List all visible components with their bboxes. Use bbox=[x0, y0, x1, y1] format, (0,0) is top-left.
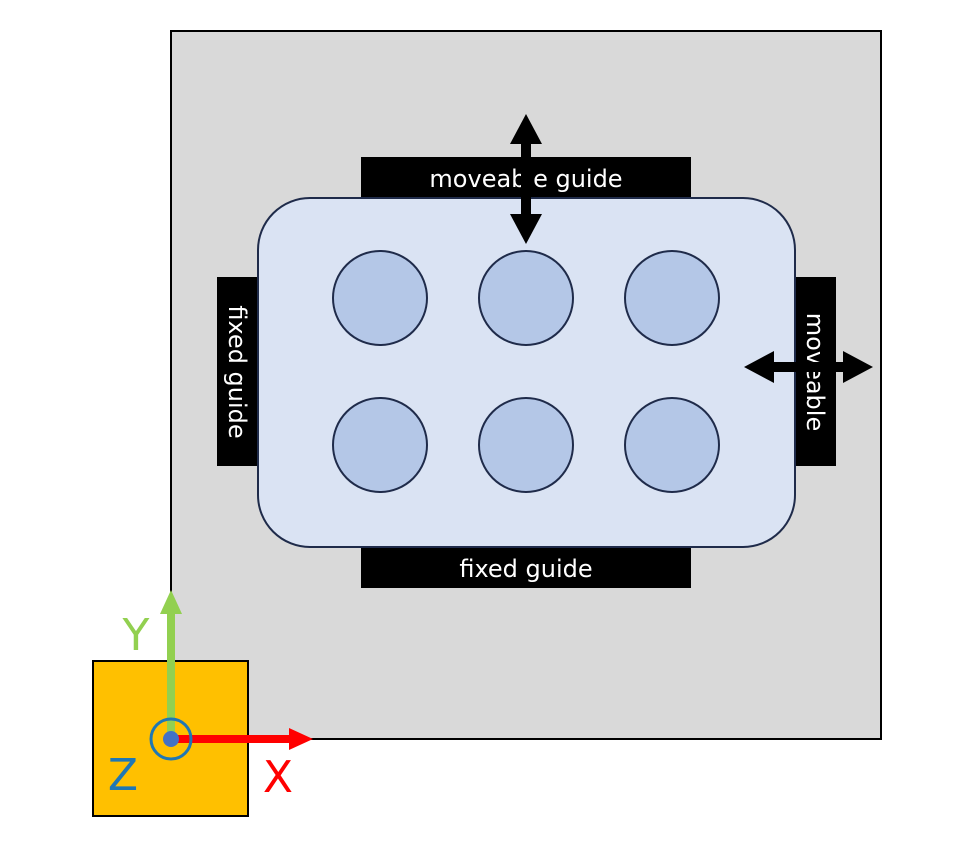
well bbox=[332, 397, 428, 493]
left-guide-label: fixed guide bbox=[223, 305, 251, 438]
horizontal-double-arrow-icon bbox=[744, 351, 873, 383]
z-axis-label: Z bbox=[108, 750, 138, 801]
z-axis-dot-icon bbox=[163, 731, 179, 747]
bottom-guide-label: fixed guide bbox=[459, 555, 592, 583]
x-axis-arrow-icon bbox=[171, 728, 313, 750]
z-axis-ring-icon bbox=[149, 717, 193, 761]
well bbox=[478, 397, 574, 493]
y-axis-arrow-icon bbox=[160, 590, 182, 740]
well-grid bbox=[332, 250, 720, 493]
y-axis-label: Y bbox=[122, 610, 150, 661]
x-axis-label: X bbox=[263, 752, 293, 803]
well bbox=[624, 250, 720, 346]
vertical-double-arrow-icon bbox=[510, 114, 542, 244]
well bbox=[332, 250, 428, 346]
bottom-guide bbox=[361, 547, 691, 588]
left-guide bbox=[217, 277, 258, 466]
well bbox=[478, 250, 574, 346]
well bbox=[624, 397, 720, 493]
